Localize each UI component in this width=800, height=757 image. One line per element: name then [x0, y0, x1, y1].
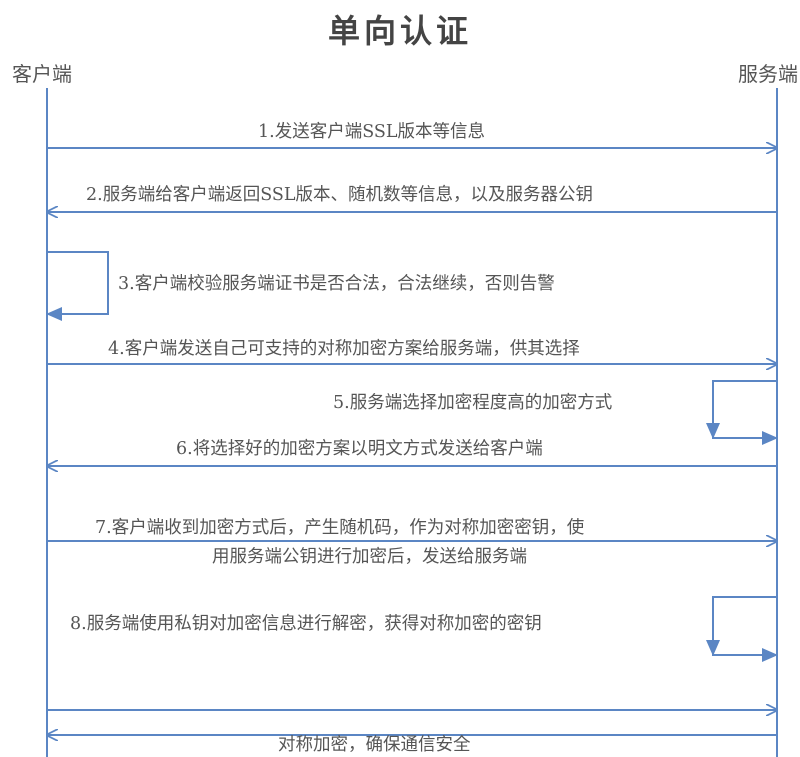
message-1-label: 1.发送客户端SSL版本等信息: [258, 122, 485, 142]
message-7-label-line2: 用服务端公钥进行加密后，发送给服务端: [212, 547, 527, 567]
message-5-loop: [712, 380, 778, 445]
message-4-label: 4.客户端发送自己可支持的对称加密方案给服务端，供其选择: [108, 339, 580, 359]
message-8-loop: [712, 596, 778, 662]
diagram-title: 单向认证: [327, 12, 472, 50]
message-8-label: 8.服务端使用私钥对加密信息进行解密，获得对称加密的密钥: [70, 614, 542, 634]
client-actor-label: 客户端: [12, 62, 72, 86]
message-5-label: 5.服务端选择加密程度高的加密方式: [333, 393, 613, 413]
message-3-label: 3.客户端校验服务端证书是否合法，合法继续，否则告警: [118, 274, 555, 294]
message-6-label: 6.将选择好的加密方案以明文方式发送给客户端: [176, 439, 543, 459]
message-2-label: 2.服务端给客户端返回SSL版本、随机数等信息，以及服务器公钥: [86, 185, 593, 205]
message-3-loop: [46, 251, 109, 321]
server-actor-label: 服务端: [738, 62, 798, 86]
message-9-label: 对称加密，确保通信安全: [278, 735, 471, 755]
message-7-label-line1: 7.客户端收到加密方式后，产生随机码，作为对称加密密钥，使: [95, 518, 585, 538]
